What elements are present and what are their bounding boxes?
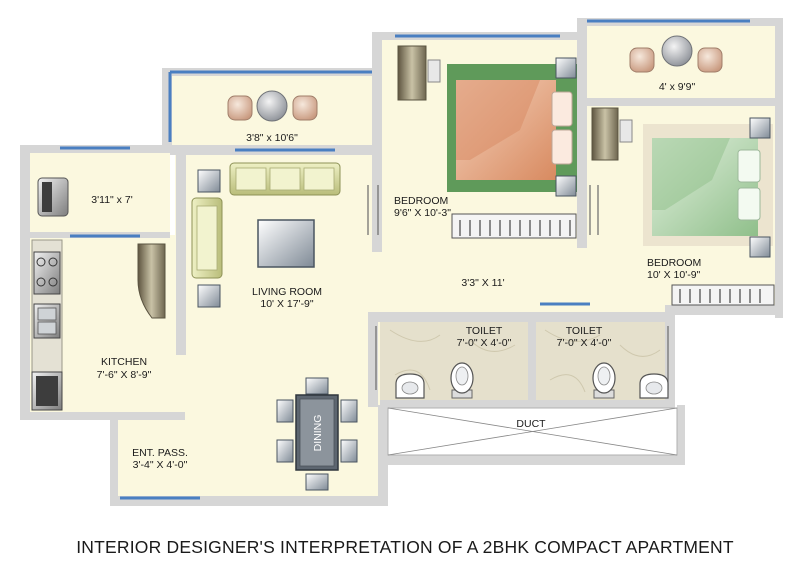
kitchen-dims: 7'-6" X 8'-9"	[97, 369, 152, 381]
toilets	[380, 322, 669, 400]
dining-furniture	[276, 377, 358, 491]
nightstand-icon	[749, 117, 771, 139]
bedside-cabinet	[397, 45, 427, 101]
toilet-1-label: TOILET	[466, 325, 503, 337]
bedside-cabinet	[591, 107, 619, 161]
utility-dims: 3'11" x 7'	[91, 194, 132, 206]
bedroom-2-label: BEDROOM	[647, 257, 701, 269]
living-room-label: LIVING ROOM	[252, 286, 322, 298]
balcony-chair-icon	[227, 95, 253, 121]
side-table-icon	[197, 169, 221, 193]
dining-chair-icon	[305, 377, 329, 395]
dining-chair-icon	[305, 473, 329, 491]
dining-chair-icon	[340, 439, 358, 463]
living-room-furniture	[191, 162, 341, 308]
bedroom-1-dims: 9'6" X 10'-3"	[394, 207, 451, 219]
kitchen-fixtures	[31, 239, 166, 411]
bedroom-1-furniture	[397, 45, 577, 239]
bedroom-2-furniture	[591, 107, 775, 306]
toilet-2-dims: 7'-0" X 4'-0"	[557, 337, 612, 349]
nightstand-icon	[749, 236, 771, 258]
dining-chair-icon	[276, 399, 294, 423]
kitchen-cabinet	[137, 243, 166, 319]
nightstand-icon	[555, 57, 577, 79]
bedroom-2-dims: 10' X 10'-9"	[647, 269, 701, 281]
round-table-icon	[256, 90, 288, 122]
windows	[60, 19, 750, 500]
stove-icon	[33, 251, 61, 295]
balcony-2-dims: 4' x 9'9"	[659, 81, 696, 93]
entrance-label: ENT. PASS.	[132, 447, 188, 459]
pillow-icon	[551, 129, 573, 165]
wardrobe-icon	[671, 284, 775, 306]
side-table-icon	[197, 284, 221, 308]
pillow-icon	[737, 187, 761, 221]
balcony-1-dims: 3'8" x 10'6"	[246, 132, 298, 144]
plan-caption: INTERIOR DESIGNER'S INTERPRETATION OF A …	[76, 537, 734, 557]
coffee-table-icon	[257, 219, 315, 268]
dining-label: DINING	[312, 415, 324, 452]
pillow-icon	[737, 149, 761, 183]
balcony-1-furniture	[227, 90, 318, 122]
utility-furniture	[37, 177, 69, 217]
duct-label: DUCT	[516, 418, 546, 430]
kitchen-label: KITCHEN	[101, 356, 147, 368]
entrance-dims: 3'-4" X 4'-0"	[133, 459, 188, 471]
balcony-2-furniture	[629, 35, 723, 73]
toilet-1-dims: 7'-0" X 4'-0"	[457, 337, 512, 349]
living-room-dims: 10' X 17'-9"	[260, 298, 314, 310]
toilet-2-label: TOILET	[566, 325, 603, 337]
pillow-icon	[551, 91, 573, 127]
bedroom-1-label: BEDROOM	[394, 195, 448, 207]
balcony-chair-icon	[697, 47, 723, 73]
nightstand-icon	[555, 175, 577, 197]
balcony-chair-icon	[292, 95, 318, 121]
door-marks	[367, 185, 669, 390]
balcony-chair-icon	[629, 47, 655, 73]
dining-chair-icon	[340, 399, 358, 423]
duct	[387, 407, 678, 456]
round-table-icon	[661, 35, 693, 67]
wardrobe-icon	[451, 213, 577, 239]
dining-chair-icon	[276, 439, 294, 463]
passage-dims: 3'3" X 11'	[461, 277, 504, 289]
